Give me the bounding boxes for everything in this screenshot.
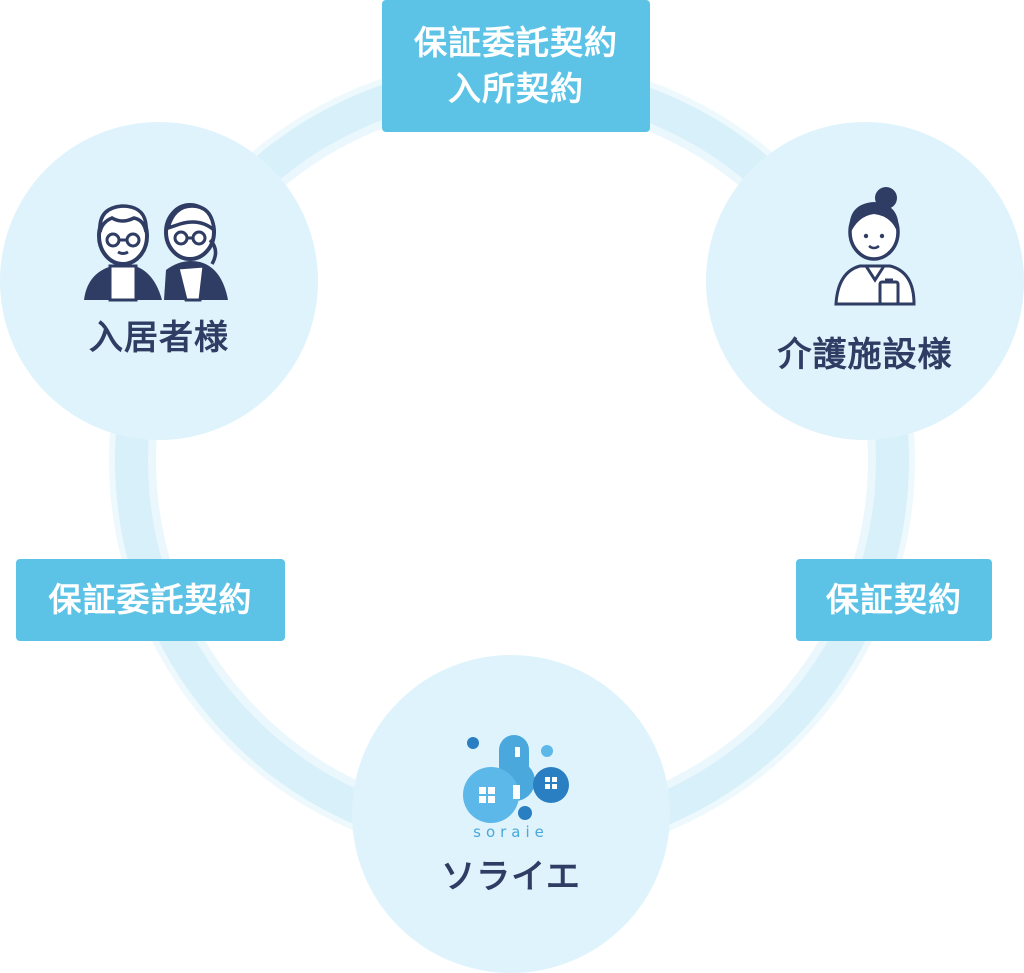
- right-contract-text: 保証契約: [826, 580, 962, 619]
- caregiver-icon: [834, 187, 916, 306]
- resident-label: 入居者様: [89, 318, 229, 358]
- resident-node: 入居者様: [0, 122, 318, 440]
- soraie-label: ソライエ: [441, 857, 581, 897]
- soraie-logo-icon: [463, 735, 569, 823]
- top-contract-line2: 入所契約: [448, 69, 584, 108]
- elderly-couple-icon: [84, 203, 228, 302]
- facility-node: 介護施設様: [706, 122, 1024, 440]
- soraie-node: soraie ソライエ: [352, 655, 670, 973]
- left-contract-text: 保証委託契約: [48, 580, 253, 619]
- facility-label: 介護施設様: [777, 335, 953, 375]
- top-contract-label: 保証委託契約 入所契約: [382, 0, 650, 132]
- soraie-logo-text: soraie: [473, 823, 549, 841]
- top-contract-line1: 保証委託契約: [414, 23, 618, 62]
- right-contract-label: 保証契約: [796, 559, 992, 641]
- left-contract-label: 保証委託契約: [16, 559, 285, 641]
